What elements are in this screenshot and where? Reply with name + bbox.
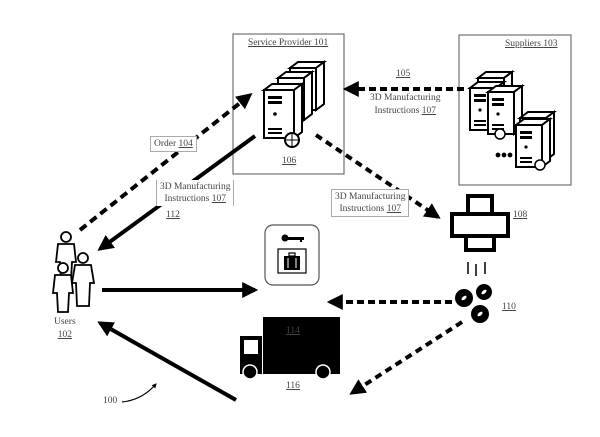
locker-ref: 114	[286, 326, 300, 336]
service-provider-ref: 101	[313, 38, 329, 48]
arrow-order	[78, 93, 253, 232]
suppliers-ref: 103	[543, 39, 558, 49]
supplier-flow-label: 3D Manufacturing Instructions 107	[370, 92, 440, 118]
suppliers-title-text: Suppliers	[505, 39, 541, 49]
provider-to-printer-label: 3D Manufacturing Instructions 107	[331, 189, 410, 217]
suitcase-icon	[277, 248, 307, 274]
provider-to-user-line1: 3D Manufacturing	[160, 182, 231, 192]
suppliers-box	[458, 34, 572, 186]
supplier-flow-ref2: 107	[421, 106, 436, 116]
gears-ref: 110	[502, 302, 516, 312]
order-ref: 104	[178, 139, 193, 149]
service-provider-title: Service Provider 101	[248, 38, 328, 49]
users-icon	[51, 231, 96, 313]
provider-to-printer-line2: Instructions	[339, 204, 385, 214]
arrow-gears-to-truck	[349, 320, 464, 395]
arrow-truck-to-users	[97, 321, 237, 402]
ellipsis-icon	[495, 152, 513, 158]
users-label-text: Users	[54, 317, 76, 327]
server-ref: 106	[282, 156, 297, 166]
truck-icon	[240, 317, 340, 380]
users-ref: 102	[57, 330, 72, 340]
provider-to-printer-ref: 107	[386, 204, 401, 214]
globe-icon	[284, 132, 300, 148]
printer-icon	[450, 194, 510, 252]
locker-icon	[264, 224, 320, 286]
supplier-flow-line1: 3D Manufacturing	[370, 93, 441, 103]
supplier-servers-icon	[469, 71, 555, 171]
supplier-flow-line2: Instructions	[374, 106, 420, 116]
arrow-ref-112: 112	[166, 210, 180, 220]
order-label-text: Order	[154, 139, 177, 149]
service-provider-box	[232, 33, 345, 175]
server-cluster-icon	[261, 61, 325, 148]
provider-to-user-line2: Instructions	[164, 194, 210, 204]
truck-ref: 116	[286, 381, 300, 391]
provider-to-printer-line1: 3D Manufacturing	[335, 192, 406, 202]
provider-to-user-label: 3D Manufacturing Instructions 107	[156, 180, 235, 206]
order-label: Order 104	[150, 136, 197, 152]
service-provider-title-text: Service Provider	[248, 38, 312, 48]
users-label: Users 102	[54, 316, 76, 342]
key-icon	[281, 234, 304, 242]
figure-ref-arrow	[121, 383, 157, 403]
output-lines-icon	[467, 262, 486, 276]
gears-icon	[455, 284, 492, 323]
printer-ref: 108	[513, 210, 528, 220]
figure-number: 100	[103, 396, 118, 406]
supplier-flow-ref: 105	[396, 69, 411, 79]
arrow-provider-to-printer	[314, 133, 441, 219]
provider-to-user-ref: 107	[211, 194, 226, 204]
suppliers-title: Suppliers 103	[505, 39, 558, 50]
